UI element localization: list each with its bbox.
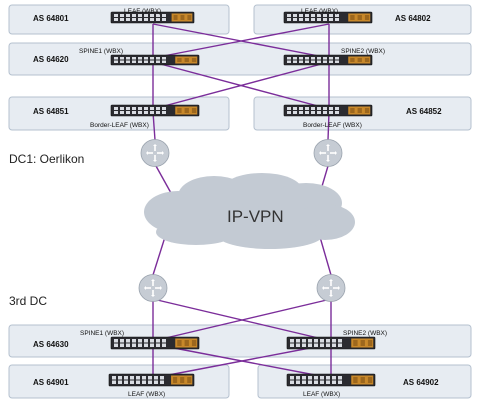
device-label-leaf2-dc1: LEAF (WBX) xyxy=(301,8,338,15)
cloud-label: IP-VPN xyxy=(227,207,284,226)
switch-icon-border1-dc1 xyxy=(110,104,200,117)
link xyxy=(152,343,332,379)
router-icon-dc3-right xyxy=(316,274,346,302)
region-label-dc3: 3rd DC xyxy=(9,294,47,308)
as-label-64901: AS 64901 xyxy=(33,378,69,387)
device-label-leaf2-dc3: LEAF (WBX) xyxy=(303,391,340,398)
as-box-64630 xyxy=(8,324,472,358)
as-label-64802: AS 64802 xyxy=(395,14,431,23)
device-label-leaf1-dc3: LEAF (WBX) xyxy=(128,391,165,398)
region-label-dc1: DC1: Oerlikon xyxy=(9,152,84,166)
device-label-spine2-dc3: SPINE2 (WBX) xyxy=(343,330,387,337)
router-icon-dc1-left xyxy=(140,139,170,167)
switch-icon-leaf2-dc3 xyxy=(286,373,376,387)
device-label-spine2-dc1: SPINE2 (WBX) xyxy=(341,48,385,55)
device-label-spine1-dc3: SPINE1 (WBX) xyxy=(80,330,124,337)
switch-icons xyxy=(108,11,376,387)
switch-icon-leaf1-dc3 xyxy=(108,373,195,387)
link xyxy=(327,111,330,141)
router-icon-dc3-left xyxy=(138,274,168,302)
link xyxy=(152,111,156,141)
as-label-64851: AS 64851 xyxy=(33,107,69,116)
cloud-icon xyxy=(144,173,355,249)
switch-icon-leaf2-dc1 xyxy=(283,11,373,24)
router-icons xyxy=(138,139,346,302)
as-label-64801: AS 64801 xyxy=(33,14,69,23)
link xyxy=(155,165,172,194)
as-label-64852: AS 64852 xyxy=(406,107,442,116)
link xyxy=(152,23,330,59)
switch-icon-spine1-dc3 xyxy=(110,336,200,350)
switch-icon-spine2-dc1 xyxy=(283,54,373,66)
link xyxy=(152,61,330,110)
device-label-border1-dc1: Border-LEAF (WBX) xyxy=(90,122,149,129)
as-label-64630: AS 64630 xyxy=(33,340,69,349)
links xyxy=(152,23,332,379)
switch-icon-spine1-dc1 xyxy=(110,54,200,66)
switch-icon-border2-dc1 xyxy=(283,104,373,117)
link xyxy=(319,236,332,276)
as-label-64620: AS 64620 xyxy=(33,55,69,64)
device-label-border2-dc1: Border-LEAF (WBX) xyxy=(303,122,362,129)
router-icon-dc1-right xyxy=(313,139,343,167)
as-label-64902: AS 64902 xyxy=(403,378,439,387)
link xyxy=(152,236,166,276)
switch-icon-leaf1-dc1 xyxy=(110,11,195,24)
switch-icon-spine2-dc3 xyxy=(286,336,376,350)
as-box-64620 xyxy=(8,42,472,76)
device-label-spine1-dc1: SPINE1 (WBX) xyxy=(79,48,123,55)
device-label-leaf1-dc1: LEAF (WBX) xyxy=(124,8,161,15)
link xyxy=(152,298,332,342)
